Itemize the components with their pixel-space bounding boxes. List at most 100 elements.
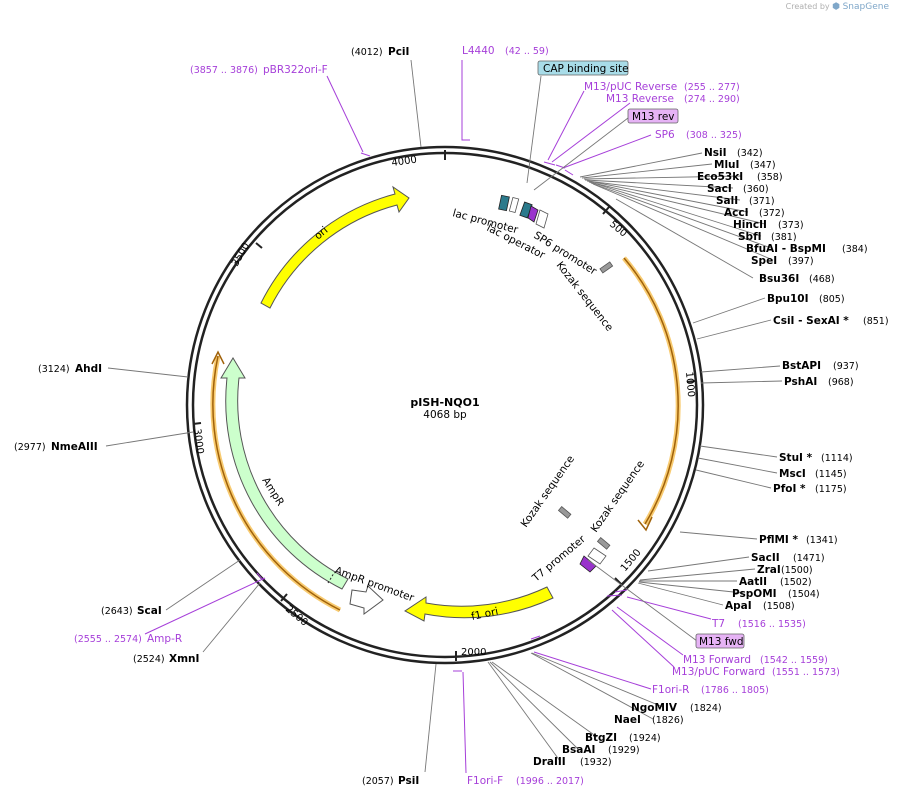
enzyme-spei[interactable]: SpeI: [751, 255, 777, 267]
enzyme-ahdi[interactable]: AhdI: [75, 363, 102, 375]
enzyme-sacii-pos: (1471): [793, 553, 825, 564]
snapgene-credit: Created by ⬢ SnapGene: [786, 2, 889, 12]
ampr-promoter-feature[interactable]: [349, 585, 384, 615]
primer-amp-r-pos: (2555 .. 2574): [74, 634, 142, 645]
enzyme-bfuai-bspmi[interactable]: BfuAI - BspMI: [746, 243, 826, 255]
enzyme-saci[interactable]: SacI: [707, 183, 732, 195]
orf-feature[interactable]: [623, 257, 679, 525]
primer-sp6-pos: (308 .. 325): [686, 130, 742, 141]
enzyme-nsii[interactable]: NsiI: [704, 147, 727, 159]
ampr-split-mark: [327, 572, 335, 584]
enzyme-sali[interactable]: SalI: [716, 195, 738, 207]
lac-promoter-feature[interactable]: [498, 194, 510, 212]
tick-marks: [192, 150, 696, 661]
enzyme-xmni[interactable]: XmnI: [169, 653, 199, 665]
primer-t7[interactable]: T7: [711, 618, 725, 630]
primer-m13-puc-reverse-pos: (255 .. 277): [684, 82, 740, 93]
primer-f1ori-r[interactable]: F1ori-R: [652, 684, 689, 696]
enzyme-hincii[interactable]: HincII: [733, 219, 767, 231]
ampr-cds-arrowhead: [211, 350, 225, 365]
primer-labels: L4440 (42 .. 59) M13/pUC Reverse (255 ..…: [74, 45, 840, 787]
primer-m13-puc-forward[interactable]: M13/pUC Forward: [672, 666, 765, 678]
primer-leader-lines: [144, 60, 712, 774]
enzyme-btgzi-pos: (1924): [629, 733, 661, 744]
primer-m13-puc-reverse[interactable]: M13/pUC Reverse: [584, 81, 677, 93]
enzyme-eco53ki[interactable]: Eco53kI: [697, 171, 743, 183]
cap-site-feature[interactable]: [508, 196, 520, 214]
enzyme-bsu36i-pos: (468): [809, 274, 835, 285]
m13-fwd-label: M13 fwd: [699, 636, 744, 648]
enzyme-ngomiv-pos: (1824): [690, 703, 722, 714]
enzyme-scai[interactable]: ScaI: [137, 605, 162, 617]
primer-l4440[interactable]: L4440: [462, 45, 495, 57]
f1-ori-feature[interactable]: [404, 586, 554, 622]
tick-1500: 1500: [619, 547, 644, 574]
m13rev-leader: [533, 117, 629, 191]
t7-promoter-feature[interactable]: [587, 547, 607, 565]
enzyme-pfoi-pos: (1175): [815, 484, 847, 495]
enzyme-aatii[interactable]: AatII: [739, 576, 767, 588]
enzyme-psii[interactable]: PsiI: [398, 775, 419, 787]
primer-f1ori-f[interactable]: F1ori-F: [467, 775, 503, 787]
enzyme-msci-pos: (1145): [815, 469, 847, 480]
m13-fwd-box[interactable]: [695, 633, 745, 649]
enzyme-pfoi[interactable]: PfoI *: [773, 483, 806, 495]
primer-f1ori-f-pos: (1996 .. 2017): [516, 776, 584, 787]
credit-prefix: Created by: [785, 2, 830, 11]
ampr-cds-feature[interactable]: [212, 355, 341, 611]
enzyme-pshai[interactable]: PshAI: [784, 376, 817, 388]
enzyme-pcii[interactable]: PciI: [388, 46, 409, 58]
kozak-lower-feature[interactable]: [596, 537, 611, 550]
primer-pbr322ori-f-pos: (3857 .. 3876): [190, 65, 258, 76]
enzyme-bpu10i[interactable]: Bpu10I: [767, 293, 809, 305]
ori-feature[interactable]: [260, 185, 410, 309]
enzyme-bsu36i[interactable]: Bsu36I: [759, 273, 799, 285]
kozak-upper-feature[interactable]: [599, 261, 614, 274]
f1-ori-label: f1 ori: [470, 606, 499, 623]
cap-binding-site-box[interactable]: [537, 60, 629, 76]
enzyme-csii-sexai-pos: (851): [863, 316, 889, 327]
enzyme-bstapi[interactable]: BstAPI: [782, 360, 821, 372]
primer-sp6[interactable]: SP6: [655, 129, 675, 141]
enzyme-naei[interactable]: NaeI: [614, 714, 641, 726]
enzyme-pflmi[interactable]: PflMI *: [759, 534, 798, 546]
enzyme-sacii[interactable]: SacII: [751, 552, 780, 564]
primer-m13-reverse[interactable]: M13 Reverse: [606, 93, 674, 105]
enzyme-stui[interactable]: StuI *: [779, 452, 813, 464]
enzyme-apai-pos: (1508): [763, 601, 795, 612]
m13-rev-feature[interactable]: [527, 205, 539, 223]
m13-rev-label: M13 rev: [632, 111, 675, 123]
enzyme-sbfi[interactable]: SbfI: [738, 231, 762, 243]
enzyme-nmeaiii[interactable]: NmeAIII: [51, 441, 98, 453]
enzyme-zrai[interactable]: ZraI: [757, 564, 781, 576]
primer-pbr322ori-f[interactable]: pBR322ori-F: [263, 64, 328, 76]
enzyme-pspomi[interactable]: PspOMI: [732, 588, 777, 600]
enzyme-ngomiv[interactable]: NgoMIV: [631, 702, 678, 714]
enzyme-mlui[interactable]: MluI: [714, 159, 739, 171]
enzyme-csii-sexai[interactable]: CsiI - SexAI *: [773, 315, 849, 327]
cap-binding-site-label: CAP binding site: [543, 63, 629, 75]
enzyme-draiii[interactable]: DraIII: [533, 756, 566, 768]
enzyme-bsaai-pos: (1929): [608, 745, 640, 756]
enzyme-naei-pos: (1826): [652, 715, 684, 726]
enzyme-msci[interactable]: MscI: [779, 468, 806, 480]
enzyme-apai[interactable]: ApaI: [725, 600, 752, 612]
tick-2000: 2000: [461, 647, 486, 658]
ampr-feature[interactable]: [220, 357, 349, 590]
enzyme-bsaai[interactable]: BsaAI: [562, 744, 595, 756]
enzyme-acci[interactable]: AccI: [724, 207, 748, 219]
tick-4000: 4000: [391, 155, 418, 169]
kozak-mid-feature[interactable]: [557, 506, 572, 519]
enzyme-hincii-pos: (373): [778, 220, 804, 231]
primer-m13-forward[interactable]: M13 Forward: [683, 654, 751, 666]
primer-t7-pos: (1516 .. 1535): [738, 619, 806, 630]
primer-f1ori-r-pos: (1786 .. 1805): [701, 685, 769, 696]
orf-arrowhead: [637, 516, 653, 532]
enzyme-btgzi[interactable]: BtgZI: [585, 732, 617, 744]
enzyme-bfuai-bspmi-pos: (384): [842, 244, 868, 255]
sp6-promoter-feature[interactable]: [535, 209, 549, 229]
primer-amp-r[interactable]: Amp-R: [147, 633, 182, 645]
plasmid-name: pISH-NQO1: [410, 396, 479, 409]
enzyme-xmni-pos: (2524): [133, 654, 165, 665]
m13-rev-box[interactable]: [627, 108, 679, 124]
